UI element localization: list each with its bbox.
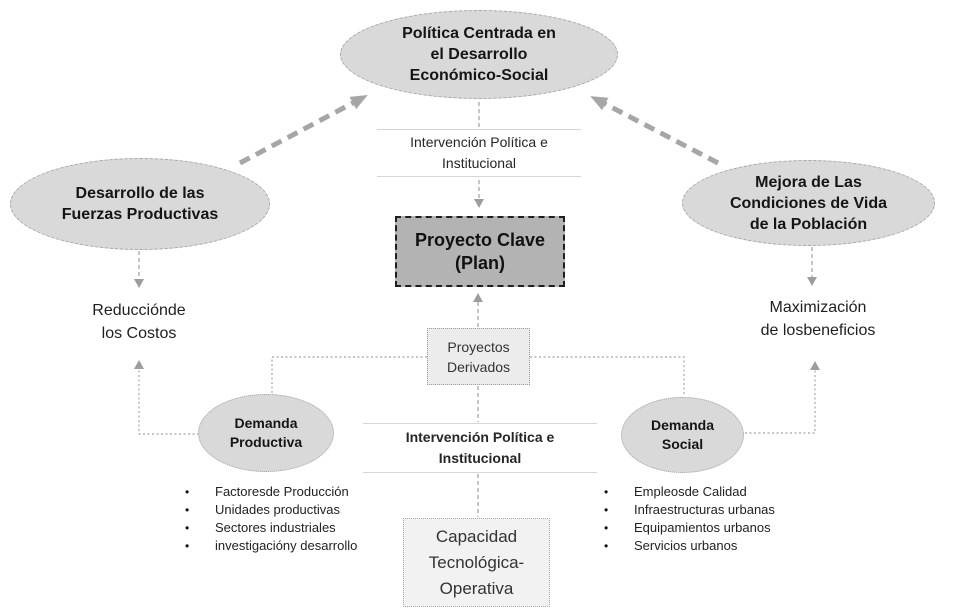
list-item: • investigacióny desarrollo (185, 537, 357, 555)
bullet-icon: • (604, 485, 609, 499)
node-living-conditions: Mejora de Las Condiciones de Vida de la … (682, 160, 935, 246)
list-item: • Infraestructuras urbanas (604, 501, 775, 519)
list-item-label: investigacióny desarrollo (215, 538, 358, 553)
bullet-icon: • (185, 503, 190, 517)
node-derived-projects: Proyectos Derivados (427, 328, 530, 385)
label-intervention-top: Intervención Política e Institucional (377, 129, 581, 177)
productive-demand-list: • Factoresde Producción • Unidades produ… (185, 483, 357, 555)
list-item-label: Infraestructuras urbanas (634, 502, 775, 517)
label-cost-reduction: Reducciónde los Costos (92, 302, 186, 342)
list-item: • Equipamientos urbanos (604, 519, 775, 537)
list-item-label: Unidades productivas (215, 502, 341, 517)
arrow-living-conditions-to-policy (590, 94, 720, 166)
social-demand-list: • Empleosde Calidad • Infraestructuras u… (604, 483, 775, 555)
route-derived-to-social-demand (530, 356, 685, 396)
arrow-productive-forces-to-policy (238, 93, 368, 166)
node-policy-center: Política Centrada en el Desarrollo Econó… (340, 10, 618, 99)
bullet-icon: • (604, 521, 609, 535)
list-item: • Empleosde Calidad (604, 483, 775, 501)
bullet-icon: • (185, 521, 190, 535)
list-item: • Factoresde Producción (185, 483, 357, 501)
node-productive-forces: Desarrollo de las Fuerzas Productivas (10, 158, 270, 250)
list-item-label: Servicios urbanos (634, 538, 738, 553)
list-item-label: Factoresde Producción (215, 484, 349, 499)
list-item-label: Empleosde Calidad (634, 484, 747, 499)
list-item: • Servicios urbanos (604, 537, 775, 555)
bullet-icon: • (185, 485, 190, 499)
list-item-label: Sectores industriales (215, 520, 336, 535)
list-item-label: Equipamientos urbanos (634, 520, 771, 535)
label-intervention-bottom: Intervención Política e Institucional (363, 423, 597, 473)
list-item: • Unidades productivas (185, 501, 357, 519)
node-productive-demand: Demanda Productiva (198, 394, 334, 472)
arrow-productive-demand-to-cost-reduction (134, 360, 199, 435)
bullet-icon: • (604, 539, 609, 553)
node-tech-capacity: Capacidad Tecnológica- Operativa (403, 518, 550, 607)
arrow-social-demand-to-benefit-max (745, 361, 820, 434)
route-derived-to-productive-demand (271, 356, 427, 393)
bullet-icon: • (185, 539, 190, 553)
node-key-project: Proyecto Clave (Plan) (395, 216, 565, 287)
list-item: • Sectores industriales (185, 519, 357, 537)
node-social-demand: Demanda Social (621, 397, 744, 473)
label-benefit-maximization: Maximización de losbeneficios (760, 299, 876, 339)
bullet-icon: • (604, 503, 609, 517)
